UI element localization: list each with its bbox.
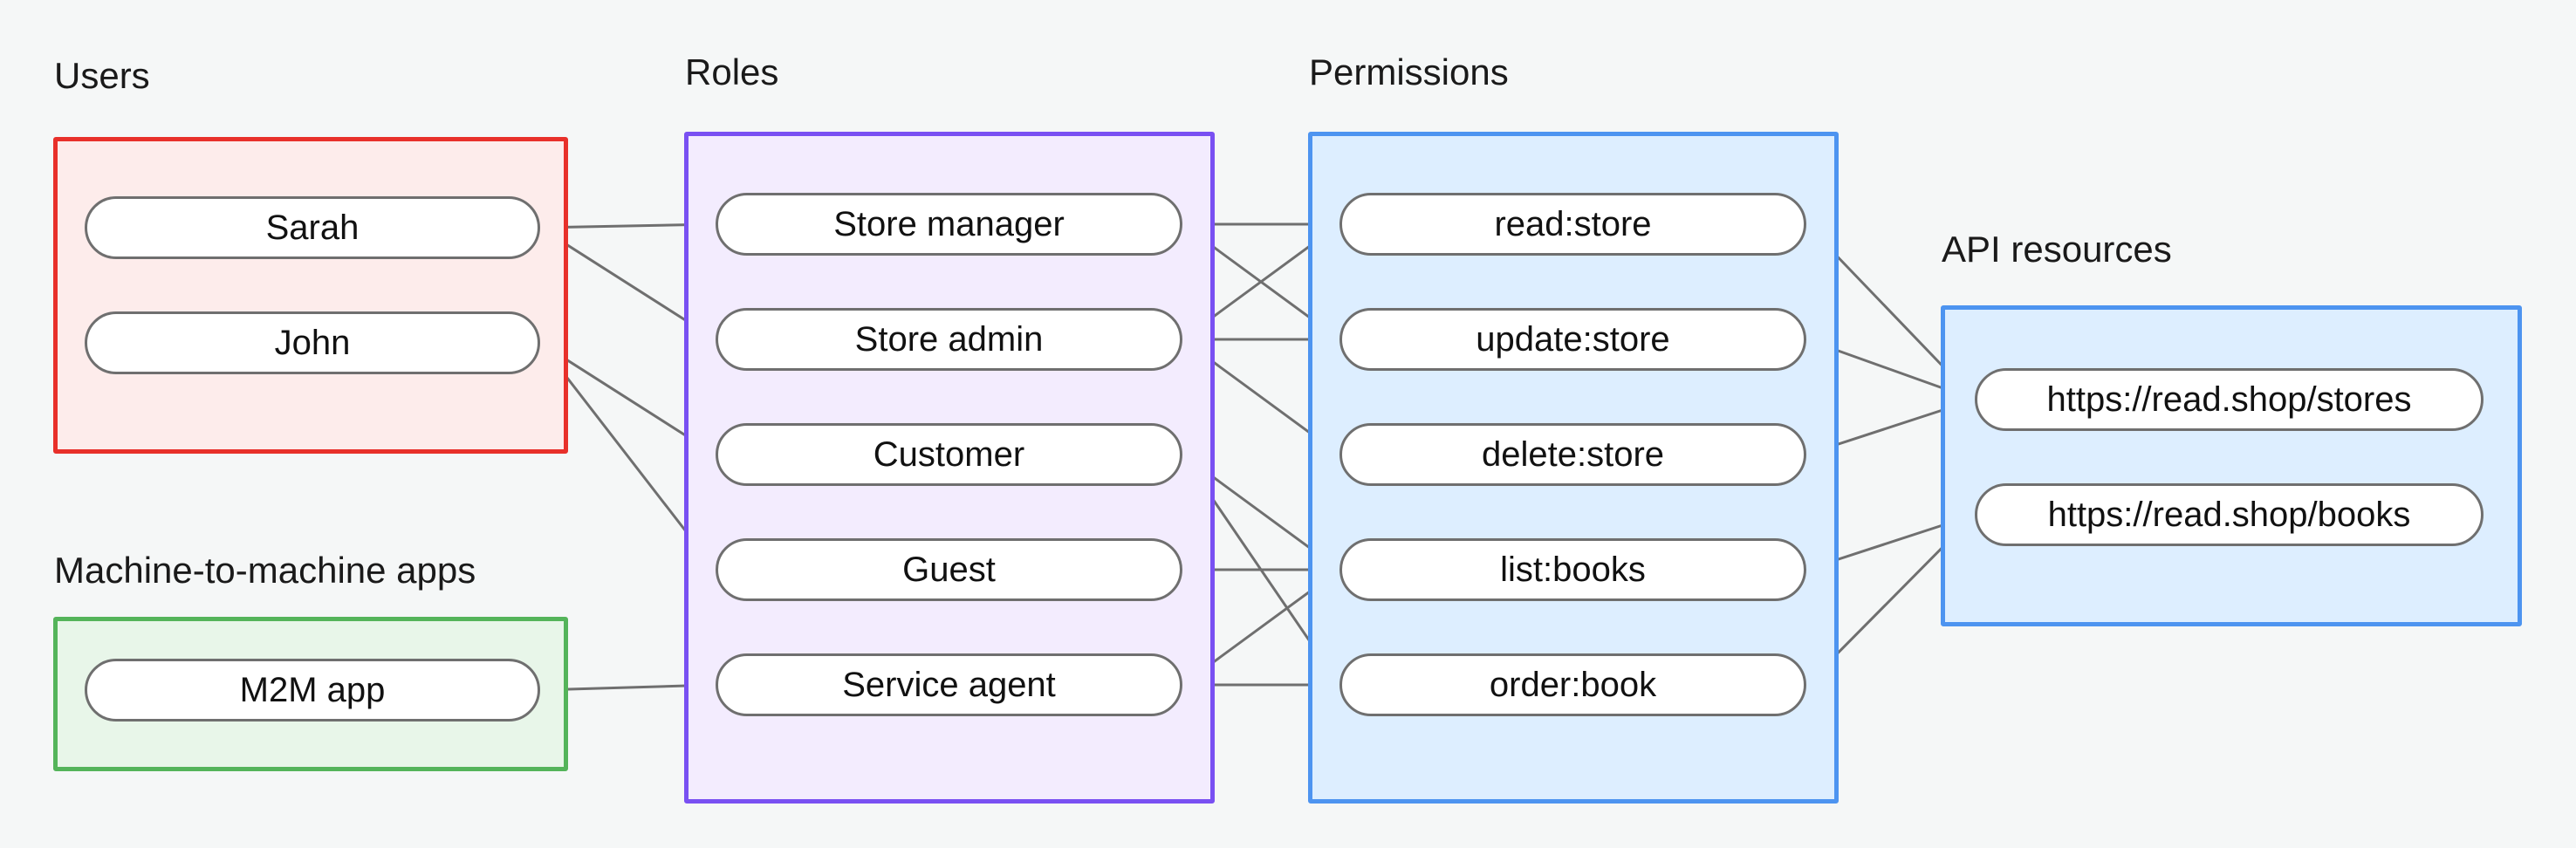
node-john[interactable]: John xyxy=(85,311,540,374)
node-customer[interactable]: Customer xyxy=(716,423,1182,486)
node-m2m-app[interactable]: M2M app xyxy=(85,659,540,721)
group-title-api-resources: API resources xyxy=(1942,229,2172,270)
node-res-books[interactable]: https://read.shop/books xyxy=(1975,483,2484,546)
node-read-store[interactable]: read:store xyxy=(1339,193,1806,256)
group-title-permissions: Permissions xyxy=(1309,51,1509,92)
node-list-books[interactable]: list:books xyxy=(1339,538,1806,601)
node-store-admin[interactable]: Store admin xyxy=(716,308,1182,371)
group-title-users: Users xyxy=(54,55,150,96)
node-update-store[interactable]: update:store xyxy=(1339,308,1806,371)
node-delete-store[interactable]: delete:store xyxy=(1339,423,1806,486)
group-box-users xyxy=(53,137,568,454)
group-title-roles: Roles xyxy=(685,51,779,92)
group-title-m2m: Machine-to-machine apps xyxy=(54,550,476,591)
group-box-api-resources xyxy=(1941,305,2522,626)
node-res-stores[interactable]: https://read.shop/stores xyxy=(1975,368,2484,431)
node-service-agent[interactable]: Service agent xyxy=(716,653,1182,716)
node-store-manager[interactable]: Store manager xyxy=(716,193,1182,256)
node-sarah[interactable]: Sarah xyxy=(85,196,540,259)
node-guest[interactable]: Guest xyxy=(716,538,1182,601)
node-order-book[interactable]: order:book xyxy=(1339,653,1806,716)
